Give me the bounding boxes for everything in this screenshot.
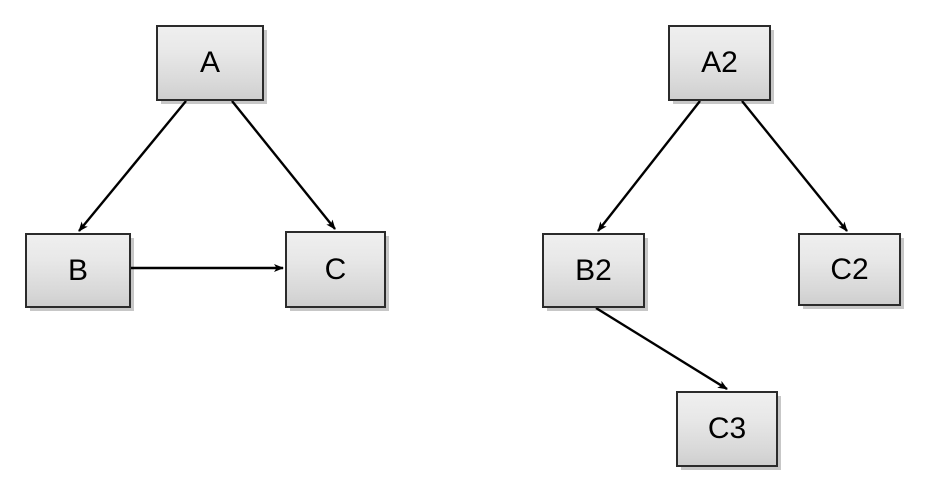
- edge-b2-to-c3: [595, 306, 728, 391]
- node-b2[interactable]: B2: [542, 233, 645, 308]
- node-c3[interactable]: C3: [676, 391, 778, 467]
- node-c2[interactable]: C2: [798, 233, 901, 306]
- node-c[interactable]: C: [285, 231, 386, 308]
- node-a2-label: A2: [701, 46, 738, 79]
- edge-a-to-c: [231, 100, 336, 230]
- node-b-label: B: [67, 253, 88, 287]
- edge-a-to-b: [78, 100, 187, 232]
- node-c2-label: C2: [830, 252, 869, 286]
- node-a-label: A: [199, 46, 220, 79]
- node-c-label: C: [324, 252, 347, 286]
- node-b2-label: B2: [575, 253, 612, 287]
- node-b[interactable]: B: [25, 233, 131, 308]
- node-c3-label: C3: [707, 412, 747, 445]
- node-a[interactable]: A: [156, 25, 264, 101]
- edge-a2-to-c2: [741, 100, 848, 232]
- edge-a2-to-b2: [597, 100, 701, 232]
- node-a2[interactable]: A2: [668, 25, 771, 101]
